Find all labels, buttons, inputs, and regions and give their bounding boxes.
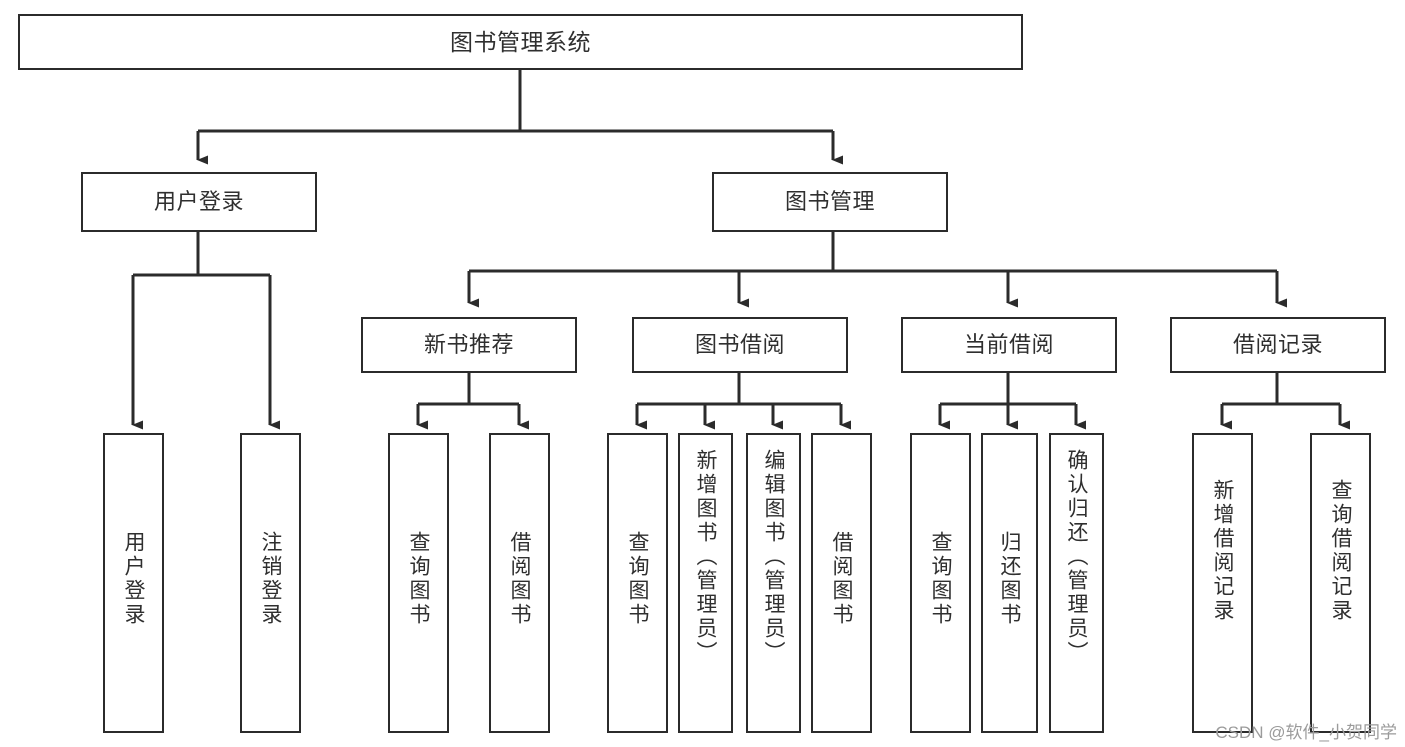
node-leaf-confirm-return-label: 确认归还（管理员） (1065, 449, 1088, 665)
node-leaf-query-book-2-label: 查询图书 (626, 531, 649, 627)
node-leaf-query-record[interactable]: 查询借阅记录 (1310, 433, 1371, 733)
node-book-manage-label: 图书管理 (784, 189, 875, 215)
node-current-borrow-label: 当前借阅 (963, 332, 1054, 358)
node-leaf-borrow-book-2-label: 借阅图书 (830, 531, 853, 627)
node-book-manage[interactable]: 图书管理 (712, 172, 948, 232)
node-leaf-user-login-label: 用户登录 (122, 531, 145, 627)
node-leaf-edit-book[interactable]: 编辑图书（管理员） (746, 433, 801, 733)
node-leaf-return-book[interactable]: 归还图书 (981, 433, 1038, 733)
node-leaf-borrow-book-2[interactable]: 借阅图书 (811, 433, 872, 733)
node-leaf-add-book[interactable]: 新增图书（管理员） (678, 433, 733, 733)
node-borrow-record[interactable]: 借阅记录 (1170, 317, 1386, 373)
node-leaf-confirm-return[interactable]: 确认归还（管理员） (1049, 433, 1104, 733)
node-user-login[interactable]: 用户登录 (81, 172, 317, 232)
node-leaf-return-book-label: 归还图书 (998, 531, 1021, 627)
node-root-label: 图书管理系统 (450, 28, 591, 55)
node-leaf-user-logout-label: 注销登录 (259, 531, 282, 627)
node-leaf-query-book-3-label: 查询图书 (929, 531, 952, 627)
node-leaf-borrow-book-1[interactable]: 借阅图书 (489, 433, 550, 733)
node-current-borrow[interactable]: 当前借阅 (901, 317, 1117, 373)
node-leaf-add-record[interactable]: 新增借阅记录 (1192, 433, 1253, 733)
node-leaf-borrow-book-1-label: 借阅图书 (508, 531, 531, 627)
node-book-borrow[interactable]: 图书借阅 (632, 317, 848, 373)
node-leaf-add-record-label: 新增借阅记录 (1211, 479, 1234, 623)
csdn-watermark: CSDN @软件_小贺同学 (1215, 723, 1397, 742)
node-borrow-record-label: 借阅记录 (1232, 332, 1323, 358)
node-leaf-user-login[interactable]: 用户登录 (103, 433, 164, 733)
node-leaf-query-book-1-label: 查询图书 (407, 531, 430, 627)
node-new-book-recommend-label: 新书推荐 (423, 332, 514, 358)
node-leaf-query-record-label: 查询借阅记录 (1329, 479, 1352, 623)
node-leaf-query-book-3[interactable]: 查询图书 (910, 433, 971, 733)
node-leaf-query-book-2[interactable]: 查询图书 (607, 433, 668, 733)
node-root-book-management-system[interactable]: 图书管理系统 (18, 14, 1023, 70)
node-leaf-query-book-1[interactable]: 查询图书 (388, 433, 449, 733)
node-leaf-user-logout[interactable]: 注销登录 (240, 433, 301, 733)
node-leaf-edit-book-label: 编辑图书（管理员） (762, 449, 785, 665)
node-book-borrow-label: 图书借阅 (694, 332, 785, 358)
node-new-book-recommend[interactable]: 新书推荐 (361, 317, 577, 373)
node-leaf-add-book-label: 新增图书（管理员） (694, 449, 717, 665)
node-user-login-label: 用户登录 (153, 189, 244, 215)
